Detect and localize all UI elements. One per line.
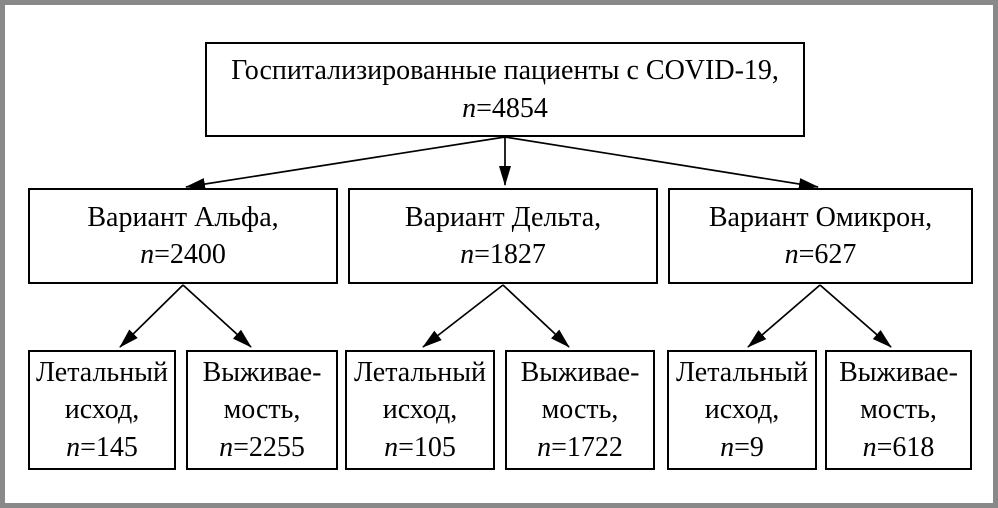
outcome-line2: мость, bbox=[541, 394, 619, 426]
outcome-line2: исход, bbox=[382, 394, 458, 426]
outcome-line1: Выживае- bbox=[202, 357, 322, 389]
variant-n-value: =627 bbox=[798, 239, 857, 270]
variant-label: Вариант Альфа, bbox=[87, 201, 279, 233]
root-label: Госпитализированные пациенты с COVID-19, bbox=[231, 55, 779, 87]
outcome-n-var: n bbox=[219, 431, 234, 463]
outcome-box-alpha-survival: Выживае- мость, n=2255 bbox=[186, 350, 338, 470]
outcome-n-value: =2255 bbox=[233, 431, 305, 463]
variant-box-delta: Вариант Дельта, n=1827 bbox=[348, 188, 658, 284]
outcome-box-omicron-lethal: Летальный исход, n=9 bbox=[667, 350, 817, 470]
outcome-line1: Летальный bbox=[675, 357, 808, 389]
outcome-line2: мость, bbox=[860, 394, 937, 426]
outcome-n-value: =618 bbox=[876, 431, 935, 463]
arrow-omicron-to-survival bbox=[819, 284, 892, 348]
arrow-alpha-to-survival bbox=[182, 284, 252, 348]
arrow-delta-to-survival bbox=[502, 284, 570, 348]
arrow-root-to-alpha bbox=[185, 136, 506, 190]
arrow-root-to-omicron bbox=[504, 136, 819, 190]
variant-n: n=2400 bbox=[140, 236, 226, 273]
outcome-n-var: n bbox=[66, 431, 81, 463]
variant-box-omicron: Вариант Омикрон, n=627 bbox=[668, 188, 973, 284]
outcome-box-alpha-lethal: Летальный исход, n=145 bbox=[28, 350, 176, 470]
outcome-line2: исход, bbox=[704, 394, 780, 426]
outcome-n-var: n bbox=[720, 431, 735, 463]
variant-n-var: n bbox=[140, 239, 155, 270]
outcome-n-var: n bbox=[384, 431, 399, 463]
outcome-n: n=145 bbox=[66, 429, 138, 466]
variant-box-alpha: Вариант Альфа, n=2400 bbox=[28, 188, 338, 284]
outcome-line2: мость, bbox=[223, 394, 301, 426]
outcome-line1: Выживае- bbox=[520, 357, 640, 389]
outcome-n: n=9 bbox=[720, 429, 764, 466]
arrow-delta-to-lethal bbox=[422, 284, 504, 348]
root-box: Госпитализированные пациенты с COVID-19,… bbox=[205, 42, 805, 137]
variant-n-var: n bbox=[460, 239, 475, 270]
root-n-value: =4854 bbox=[476, 92, 548, 124]
outcome-line1: Летальный bbox=[353, 357, 486, 389]
variant-n-value: =1827 bbox=[474, 239, 546, 270]
outcome-n-value: =105 bbox=[398, 431, 456, 463]
arrow-alpha-to-lethal bbox=[119, 284, 184, 348]
outcome-n: n=1722 bbox=[537, 429, 623, 466]
root-n: n=4854 bbox=[462, 90, 548, 127]
outcome-box-omicron-survival: Выживае- мость, n=618 bbox=[825, 350, 972, 470]
variant-n-var: n bbox=[784, 239, 799, 270]
variant-label: Вариант Дельта, bbox=[404, 201, 602, 233]
root-n-var: n bbox=[462, 92, 477, 124]
variant-label: Вариант Омикрон, bbox=[708, 201, 933, 233]
variant-n: n=1827 bbox=[460, 236, 546, 273]
outcome-n: n=618 bbox=[863, 429, 935, 466]
outcome-line1: Летальный bbox=[35, 357, 168, 389]
outcome-line2: исход, bbox=[64, 394, 140, 426]
arrow-omicron-to-lethal bbox=[747, 284, 821, 348]
outcome-n-value: =145 bbox=[80, 431, 138, 463]
outcome-n-value: =9 bbox=[734, 431, 764, 463]
outcome-box-delta-lethal: Летальный исход, n=105 bbox=[345, 350, 495, 470]
outcome-n: n=2255 bbox=[219, 429, 305, 466]
variant-n-value: =2400 bbox=[154, 239, 226, 270]
outcome-n-var: n bbox=[862, 431, 877, 463]
outcome-n-value: =1722 bbox=[551, 431, 623, 463]
outcome-line1: Выживае- bbox=[839, 357, 958, 389]
outcome-n-var: n bbox=[537, 431, 552, 463]
outcome-n: n=105 bbox=[384, 429, 456, 466]
variant-n: n=627 bbox=[785, 236, 857, 273]
outcome-box-delta-survival: Выживае- мость, n=1722 bbox=[505, 350, 655, 470]
